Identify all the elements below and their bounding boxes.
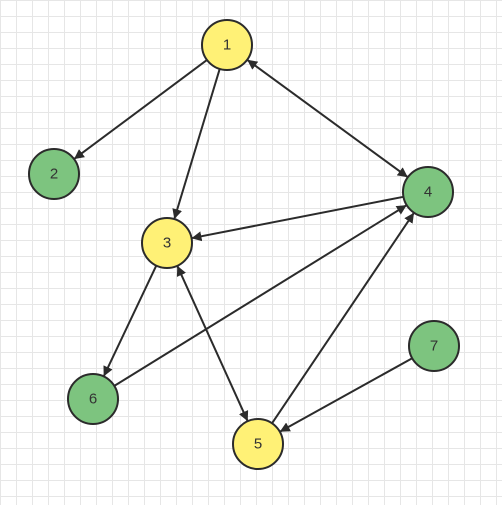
edge-4-3	[191, 195, 404, 242]
node-1: 1	[201, 19, 253, 71]
node-2-label: 2	[50, 166, 58, 183]
edge-7-5	[279, 357, 413, 433]
node-4: 4	[402, 166, 454, 218]
node-6-label: 6	[89, 391, 97, 408]
node-1-circle	[201, 19, 253, 71]
node-4-circle	[402, 166, 454, 218]
node-5-label: 5	[254, 436, 262, 453]
edge-1-3	[172, 68, 221, 220]
node-7-label: 7	[430, 338, 438, 355]
node-7: 7	[408, 320, 460, 372]
edge-1-2	[73, 59, 208, 160]
node-3-circle	[141, 217, 193, 269]
nodes-layer: 1 2 3 4 5 6 7	[28, 19, 460, 470]
edges-layer	[73, 58, 415, 433]
node-2-circle	[28, 148, 80, 200]
node-3: 3	[141, 217, 193, 269]
edge-6-4	[113, 204, 408, 387]
edge-5-4	[271, 212, 415, 424]
node-5-circle	[232, 418, 284, 470]
node-2: 2	[28, 148, 80, 200]
node-6: 6	[67, 373, 119, 425]
edge-3-5	[176, 265, 249, 422]
edge-3-6	[102, 265, 158, 377]
node-3-label: 3	[163, 235, 171, 252]
node-6-circle	[67, 373, 119, 425]
node-4-label: 4	[424, 184, 432, 201]
edge-1-4	[246, 58, 409, 179]
node-1-label: 1	[223, 37, 231, 54]
node-7-circle	[408, 320, 460, 372]
node-5: 5	[232, 418, 284, 470]
